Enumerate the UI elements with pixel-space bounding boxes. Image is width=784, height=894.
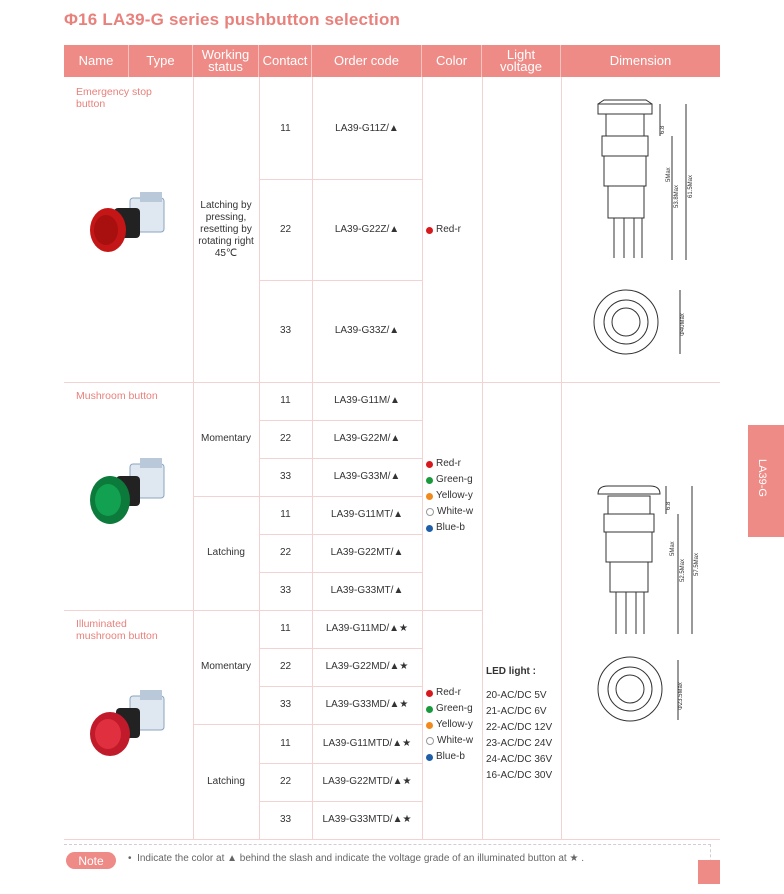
contact-cell: 11	[280, 395, 291, 406]
contact-cell: 11	[280, 623, 291, 635]
illuminated-mushroom-button-image	[90, 690, 165, 756]
header-color: Color	[422, 45, 482, 77]
order-code-cell: LA39-G22MT/▲	[330, 547, 404, 558]
contact-cell: 33	[279, 814, 292, 826]
header-contact: Contact	[259, 45, 312, 77]
header-type: Type	[129, 45, 193, 77]
dim-label: 6.8	[660, 125, 666, 134]
color-list-mushroom: Red-r Green-g Yellow-y White-w Blue-b	[426, 456, 473, 536]
dim-label: 53.8Max	[674, 185, 680, 208]
contact-cell: 33	[279, 585, 292, 596]
contact-cell: 22	[279, 775, 292, 787]
order-code-cell: LA39-G33Z/▲	[334, 325, 400, 336]
order-code-cell: LA39-G11M/▲	[334, 395, 400, 406]
name-mushroom-button: Mushroom button	[76, 390, 158, 402]
color-list-emergency: Red-r	[426, 222, 461, 238]
contact-cell: 33	[279, 325, 292, 336]
order-code-cell: LA39-G11Z/▲	[335, 122, 399, 134]
header-dimension: Dimension	[561, 45, 720, 77]
order-code-cell: LA39-G33MD/▲★	[325, 699, 409, 711]
dim-label: 52.5Max	[680, 559, 686, 582]
contact-cell: 22	[279, 223, 292, 235]
dim-label: 57.5Max	[694, 553, 700, 576]
contact-cell: 11	[280, 122, 291, 134]
contact-cell: 11	[280, 509, 291, 520]
red-dot-icon	[426, 460, 433, 468]
order-code-cell: LA39-G11MT/▲	[331, 509, 403, 520]
green-dot-icon	[426, 705, 433, 713]
blue-dot-icon	[426, 524, 433, 532]
order-code-cell: LA39-G22M/▲	[333, 433, 401, 444]
mushroom-button-image	[90, 458, 165, 524]
order-code-cell: LA39-G22Z/▲	[334, 223, 400, 235]
order-code-cell: LA39-G33MTD/▲★	[322, 814, 412, 826]
order-code-cell: LA39-G11MTD/▲★	[322, 737, 412, 749]
green-dot-icon	[426, 476, 433, 484]
dimension-drawing-mushroom: 6.8 5Max 52.5Max 57.5Max Φ23.5Max	[597, 485, 700, 722]
note-text: • Indicate the color at ▲ behind the sla…	[128, 853, 585, 864]
page-title: Φ16 LA39-G series pushbutton selection	[64, 10, 401, 29]
header-order-code: Order code	[312, 45, 422, 77]
order-code-cell: LA39-G11MD/▲★	[325, 623, 409, 635]
side-tab: LA39-G	[748, 425, 784, 537]
yellow-dot-icon	[426, 721, 433, 729]
contact-cell: 22	[279, 661, 292, 673]
contact-cell: 22	[279, 433, 292, 444]
dim-label: 5Max	[670, 541, 676, 556]
note-box	[64, 844, 711, 873]
status-latching: Latching	[207, 547, 245, 558]
header-name: Name	[64, 45, 129, 77]
contact-cell: 11	[280, 737, 291, 749]
status-momentary: Momentary	[200, 661, 251, 672]
red-dot-icon	[426, 689, 433, 697]
contact-cell: 33	[279, 471, 292, 482]
order-code-cell: LA39-G22MD/▲★	[325, 661, 409, 673]
emergency-stop-button-image	[90, 192, 165, 252]
white-dot-icon	[426, 508, 434, 516]
status-latching: Latching	[207, 775, 245, 787]
dim-label: 6.8	[666, 501, 672, 510]
order-code-cell: LA39-G33M/▲	[333, 471, 401, 482]
blue-dot-icon	[426, 753, 433, 761]
order-code-cell: LA39-G22MTD/▲★	[322, 775, 412, 787]
contact-cell: 33	[279, 699, 292, 711]
red-dot-icon	[426, 226, 433, 234]
order-code-cell: LA39-G33MT/▲	[330, 585, 404, 596]
dimension-drawing-emergency: 6.8 5Max 53.8Max 61.5Max Φ40Max	[593, 99, 694, 355]
dim-label: Φ23.5Max	[678, 682, 684, 710]
color-list-illuminated: Red-r Green-g Yellow-y White-w Blue-b	[426, 685, 473, 765]
dim-label: 61.5Max	[688, 175, 694, 198]
dim-label: 5Max	[666, 167, 672, 182]
yellow-dot-icon	[426, 492, 433, 500]
white-dot-icon	[426, 737, 434, 745]
dim-label: Φ40Max	[680, 313, 686, 336]
note-badge: Note	[66, 852, 116, 869]
corner-tab	[698, 860, 720, 884]
status-momentary: Momentary	[200, 433, 251, 444]
contact-cell: 22	[279, 547, 292, 558]
